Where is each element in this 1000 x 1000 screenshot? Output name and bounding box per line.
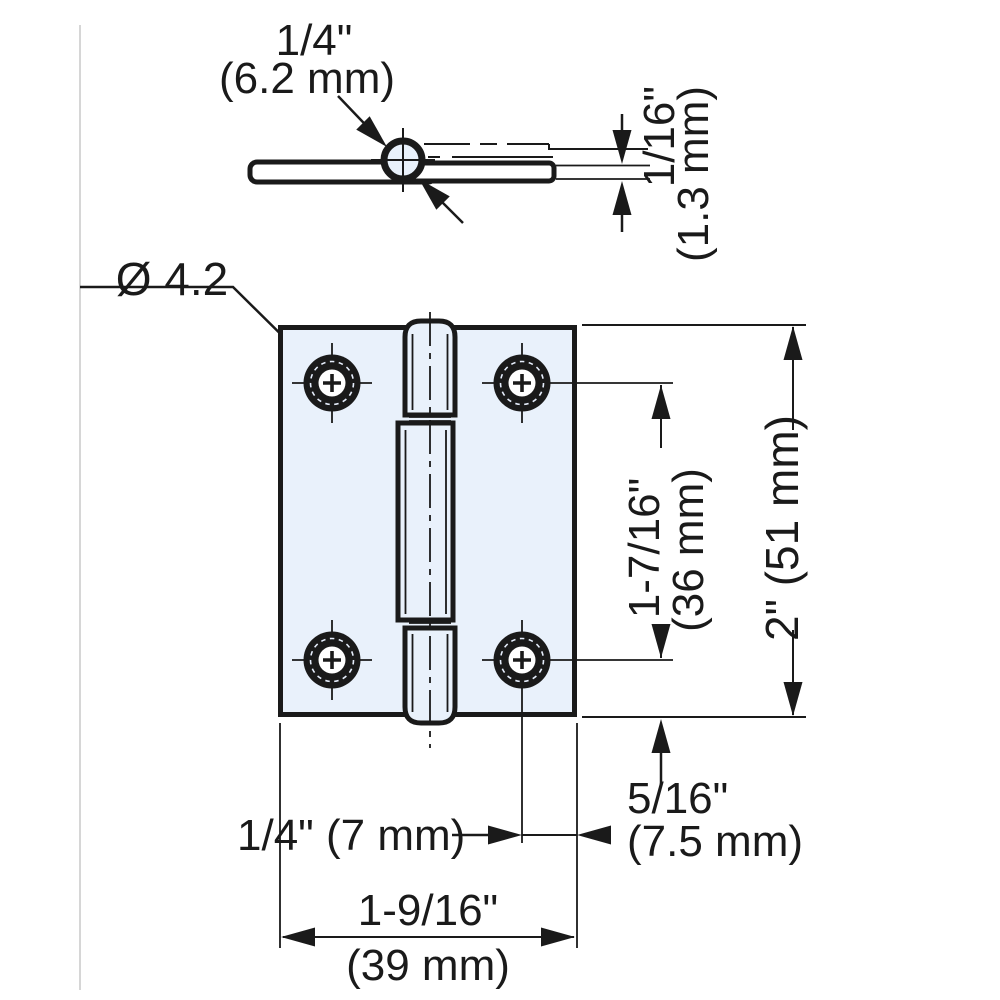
- arrow-up-icon: [651, 719, 671, 753]
- leaf-thickness-inch-label: 1/16": [635, 86, 684, 187]
- arrow-right-icon: [541, 927, 575, 947]
- leaf-thickness-mm-label: (1.3 mm): [669, 86, 718, 262]
- bottom-offset-dimension: 5/16" (7.5 mm): [627, 719, 803, 866]
- overall-width-dimension: 1-9/16" (39 mm): [281, 886, 575, 990]
- knuckle-diameter-mm-label: (6.2 mm): [219, 54, 395, 103]
- knuckle-diameter-leader-tail: [440, 200, 464, 224]
- screw-hole-bottom-right: [482, 620, 562, 700]
- bottom-offset-inch-label: 5/16": [627, 774, 728, 823]
- overall-width-mm-label: (39 mm): [346, 941, 510, 990]
- hole-hidden-circle: [309, 360, 355, 406]
- knuckle-diameter-inch-label: 1/4": [276, 16, 353, 65]
- leaf-thickness-arrow-down-icon: [612, 130, 632, 164]
- arrow-up-icon: [783, 326, 803, 360]
- screw-hole-top-left: [292, 343, 372, 423]
- knuckle-bottom-segment: [402, 625, 458, 726]
- overall-width-inch-label: 1-9/16": [358, 886, 498, 935]
- side-right-leaf: [407, 160, 557, 184]
- leaf-thickness-arrow-up-icon: [612, 181, 632, 215]
- arrow-down-icon: [651, 624, 671, 658]
- side-offset-dimension: 1/4" (7 mm): [237, 811, 611, 860]
- overall-height-dimension: 2" (51 mm): [756, 326, 808, 716]
- hole-hidden-circle: [309, 637, 355, 683]
- hole-pitch-inch-label: 1-7/16": [620, 478, 669, 618]
- side-offset-label: 1/4" (7 mm): [237, 811, 465, 860]
- screw-hole-bottom-left: [292, 620, 372, 700]
- overall-height-label: 2" (51 mm): [756, 415, 808, 641]
- hole-hidden-circle: [499, 637, 545, 683]
- arrow-left-icon: [281, 927, 315, 947]
- arrow-down-icon: [783, 682, 803, 716]
- hole-hidden-circle: [499, 360, 545, 406]
- bottom-offset-mm-label: (7.5 mm): [627, 817, 803, 866]
- arrow-up-icon: [651, 385, 671, 419]
- hole-pitch-mm-label: (36 mm): [664, 468, 713, 632]
- arrow-right-icon: [488, 825, 522, 845]
- side-view: 1/4" (6.2 mm) 1/16" (1.3 mm): [219, 16, 718, 262]
- hole-diameter-label: Ø 4.2: [116, 253, 229, 305]
- knuckle-middle-barrel: [395, 420, 456, 623]
- leaf-thickness-dimension: 1/16" (1.3 mm): [556, 86, 718, 262]
- knuckle-diameter-arrow-upper-icon: [356, 116, 387, 147]
- front-view: Ø 4.2: [79, 25, 808, 990]
- arrow-left-icon: [577, 825, 611, 845]
- hole-pitch-dimension: 1-7/16" (36 mm): [620, 385, 713, 658]
- screw-hole-top-right: [482, 343, 562, 423]
